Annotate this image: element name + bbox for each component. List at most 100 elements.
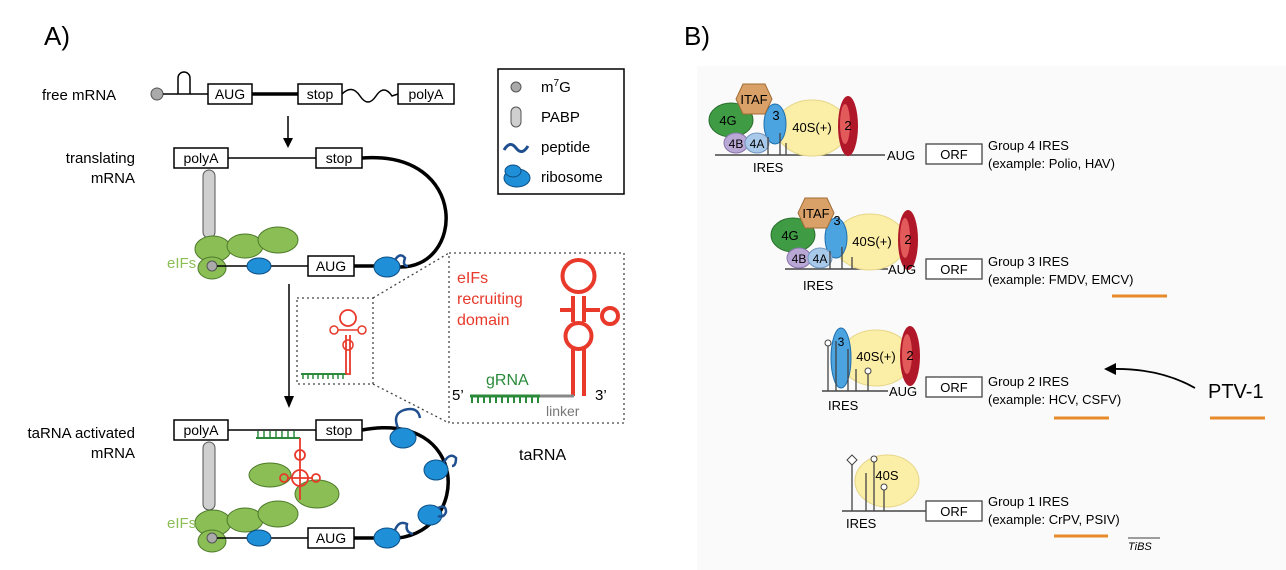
ires-label: IRES bbox=[753, 160, 784, 175]
eifs-recruiting-domain-line1: eIFs bbox=[457, 270, 488, 287]
ribosome-icon bbox=[504, 164, 522, 178]
eifs-recruiting-domain-line3: domain bbox=[457, 312, 509, 329]
tarna-zoom-box bbox=[296, 297, 374, 385]
arrowhead-icon bbox=[1104, 363, 1116, 375]
grna-label: gRNA bbox=[486, 372, 529, 389]
panel-a-label: A) bbox=[44, 21, 70, 51]
eif-icon bbox=[257, 500, 299, 528]
free-mrna-row: free mRNA AUG stop polyA bbox=[42, 71, 455, 105]
legend-pabp: PABP bbox=[541, 109, 580, 126]
eif-icon bbox=[294, 479, 340, 509]
ptv1-label: PTV-1 bbox=[1208, 381, 1264, 403]
arrowhead-icon bbox=[284, 396, 294, 408]
peptide-icon bbox=[502, 143, 530, 153]
tibs-label: TiBS bbox=[1128, 541, 1152, 553]
eif2-highlight bbox=[902, 334, 912, 374]
tarna-inset: eIFs recruiting domain 5’ gRNA 3’ linker bbox=[448, 252, 625, 464]
aug-label: AUG bbox=[888, 262, 916, 277]
aug-label: AUG bbox=[215, 86, 245, 102]
4g-label: 4G bbox=[781, 228, 798, 243]
five-prime-label: 5’ bbox=[452, 387, 464, 404]
group-example: (example: Polio, HAV) bbox=[988, 156, 1115, 171]
pabp-icon bbox=[510, 106, 522, 128]
m7g-cap-icon bbox=[206, 260, 218, 272]
40s-plus-label: 40S(+) bbox=[852, 234, 891, 249]
aug-label: AUG bbox=[316, 530, 346, 546]
orf-label: ORF bbox=[940, 380, 968, 395]
group-example: (example: CrPV, PSIV) bbox=[988, 512, 1120, 527]
polya-label: polyA bbox=[408, 86, 444, 102]
3-label: 3 bbox=[833, 213, 840, 228]
group-1-ires-diagram: 40S IRES ORF Group 1 IRES (example: CrPV… bbox=[842, 454, 1160, 553]
free-mrna-label: free mRNA bbox=[42, 87, 116, 104]
40s-plus-label: 40S(+) bbox=[792, 120, 831, 135]
translating-label-line1: translating bbox=[66, 150, 135, 167]
orf-box bbox=[925, 258, 983, 280]
polya-label: polyA bbox=[183, 150, 219, 166]
zoom-line bbox=[372, 383, 450, 424]
tarna-caption: taRNA bbox=[519, 447, 566, 464]
eif4a-icon bbox=[744, 132, 770, 154]
eif-icon bbox=[248, 462, 292, 488]
itaf-icon bbox=[797, 197, 835, 229]
4a-label: 4A bbox=[750, 137, 765, 151]
orf-label: ORF bbox=[940, 262, 968, 277]
ribosome-icon bbox=[373, 527, 401, 549]
m7g-cap-icon bbox=[206, 532, 218, 544]
tarna-bound-hairpin-icon bbox=[279, 438, 321, 500]
orf-box bbox=[925, 143, 983, 165]
pabp-icon bbox=[202, 169, 216, 239]
group-example: (example: FMDV, EMCV) bbox=[988, 272, 1133, 287]
3-label: 3 bbox=[772, 108, 779, 123]
ribosome-icon bbox=[389, 427, 417, 449]
three-prime-label: 3’ bbox=[595, 387, 607, 404]
ires-label: IRES bbox=[828, 398, 859, 413]
4a-label: 4A bbox=[813, 252, 828, 266]
itaf-label: ITAF bbox=[740, 92, 767, 107]
tarna-inset-box bbox=[448, 252, 625, 424]
activated-label-line1: taRNA activated bbox=[27, 425, 135, 442]
5utr-hairpin-icon bbox=[177, 71, 191, 94]
orf-label: ORF bbox=[940, 504, 968, 519]
translating-label-line2: mRNA bbox=[91, 170, 135, 187]
ptv1-arrow bbox=[1111, 368, 1196, 389]
peptide-icon bbox=[393, 254, 409, 268]
eif-icon bbox=[226, 233, 264, 259]
peptide-icon bbox=[393, 521, 414, 536]
ribosome-icon bbox=[417, 504, 443, 526]
ires-loop-icon bbox=[870, 455, 878, 463]
group-title: Group 1 IRES bbox=[988, 494, 1069, 509]
eif-icon bbox=[257, 226, 299, 254]
40s-plus-label: 40S(+) bbox=[856, 349, 895, 364]
legend-peptide: peptide bbox=[541, 139, 590, 156]
eif2-highlight bbox=[900, 218, 910, 258]
aug-label: AUG bbox=[887, 148, 915, 163]
ires-stem-loop-icon bbox=[829, 247, 853, 269]
group-4-ires-diagram: ITAF 4G 3 4B 4A 40S(+) 2 IRES AUG ORF Gr… bbox=[708, 83, 1115, 175]
4b-label: 4B bbox=[729, 137, 744, 151]
itaf-label: ITAF bbox=[802, 206, 829, 221]
ires-label: IRES bbox=[846, 516, 877, 531]
orf-box bbox=[925, 376, 983, 398]
3utr-wavy-line bbox=[341, 88, 399, 103]
group-example: (example: HCV, CSFV) bbox=[988, 392, 1121, 407]
panel-b: B) ITAF 4G 3 4B 4A 40S(+) 2 IRES AUG ORF… bbox=[684, 21, 1286, 570]
ribosome-icon bbox=[246, 529, 272, 547]
ires-stem-loop-icon bbox=[827, 341, 869, 391]
ribosome-icon bbox=[373, 256, 401, 278]
translating-mrna-row: translating mRNA polyA stop eIFs AUG bbox=[66, 147, 448, 280]
ires-loop-icon bbox=[824, 339, 832, 347]
aug-label: AUG bbox=[889, 384, 917, 399]
grna-bases bbox=[471, 396, 539, 403]
m7g-cap-icon bbox=[510, 81, 522, 93]
pabp-icon bbox=[202, 441, 216, 511]
eif4a-icon bbox=[807, 247, 833, 269]
orf-label: ORF bbox=[940, 147, 968, 162]
4b-label: 4B bbox=[792, 252, 807, 266]
eif2-highlight bbox=[840, 104, 850, 144]
panel-b-label: B) bbox=[684, 21, 710, 51]
group-3-ires-diagram: ITAF 4G 3 4B 4A 40S(+) 2 IRES AUG ORF Gr… bbox=[770, 197, 1167, 298]
legend-ribosome: ribosome bbox=[541, 169, 603, 186]
polya-box bbox=[397, 83, 455, 105]
